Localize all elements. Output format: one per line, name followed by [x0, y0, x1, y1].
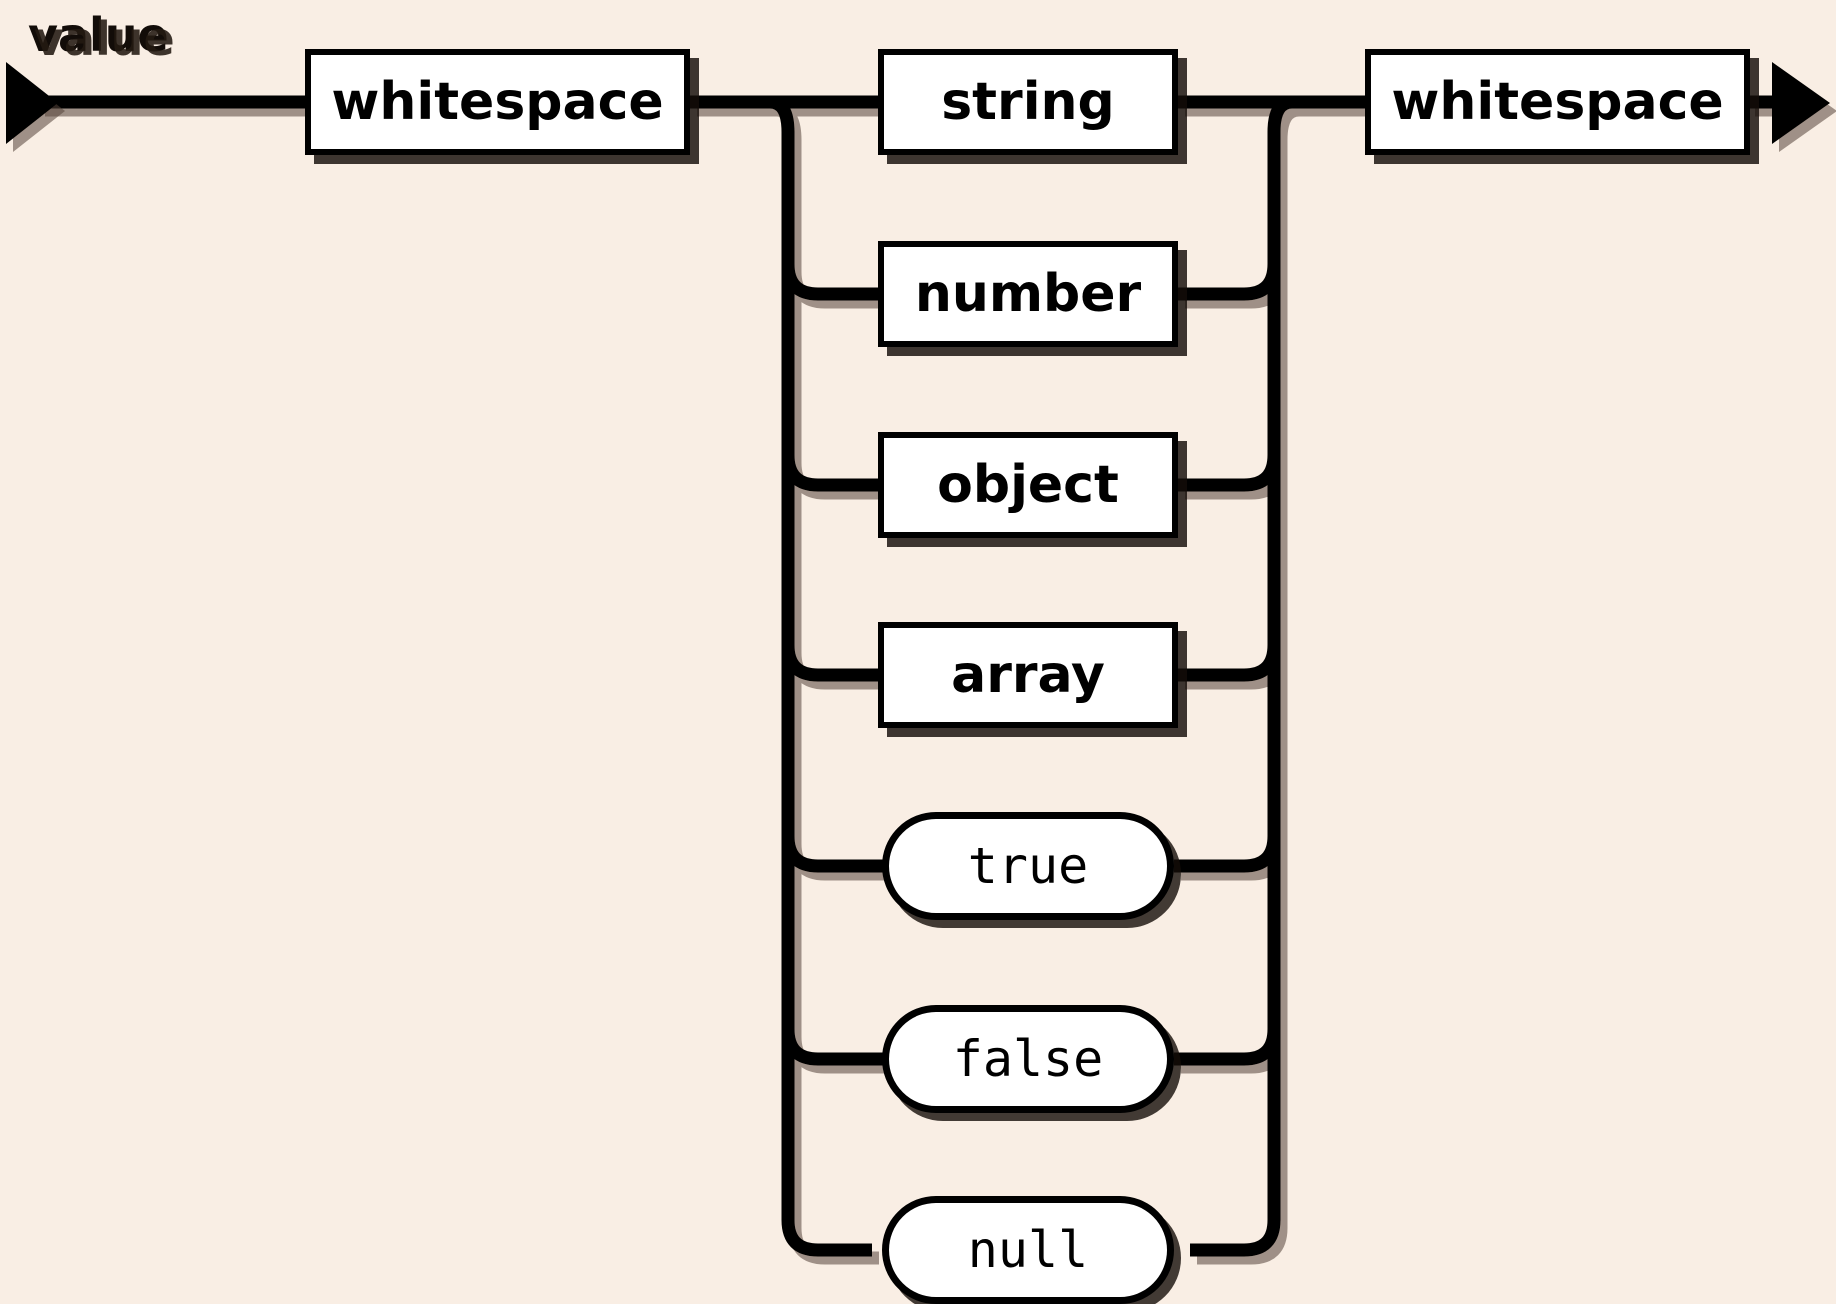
track-left-object	[781, 454, 882, 492]
track-right-rail	[1190, 95, 1293, 1257]
node-whitespace-left[interactable]: whitespace	[305, 49, 690, 155]
track-right-object	[1178, 454, 1281, 492]
track-right-true	[1174, 835, 1281, 873]
track-left-array	[781, 644, 882, 682]
diagram-title-text: value	[28, 8, 169, 62]
node-number[interactable]: number	[878, 241, 1178, 347]
track-left-false	[781, 1028, 886, 1066]
arrow-right-start-icon	[6, 62, 58, 144]
node-false[interactable]: false	[882, 1005, 1174, 1113]
track-paths	[38, 95, 1800, 1257]
arrow-right-end-icon	[1772, 62, 1830, 144]
node-whitespace-right[interactable]: whitespace	[1365, 49, 1750, 155]
node-null[interactable]: null	[882, 1196, 1174, 1304]
track-right-number	[1178, 263, 1281, 301]
diagram-title-value: value value	[28, 12, 175, 62]
track-left-number	[781, 263, 882, 301]
diagram-title-ghost: value	[34, 12, 175, 66]
node-array[interactable]: array	[878, 622, 1178, 728]
node-string[interactable]: string	[878, 49, 1178, 155]
track-right-false	[1174, 1028, 1281, 1066]
node-object[interactable]: object	[878, 432, 1178, 538]
track-left-rail	[769, 95, 872, 1257]
track-left-true	[781, 835, 886, 873]
track-right-array	[1178, 644, 1281, 682]
node-true[interactable]: true	[882, 812, 1174, 920]
